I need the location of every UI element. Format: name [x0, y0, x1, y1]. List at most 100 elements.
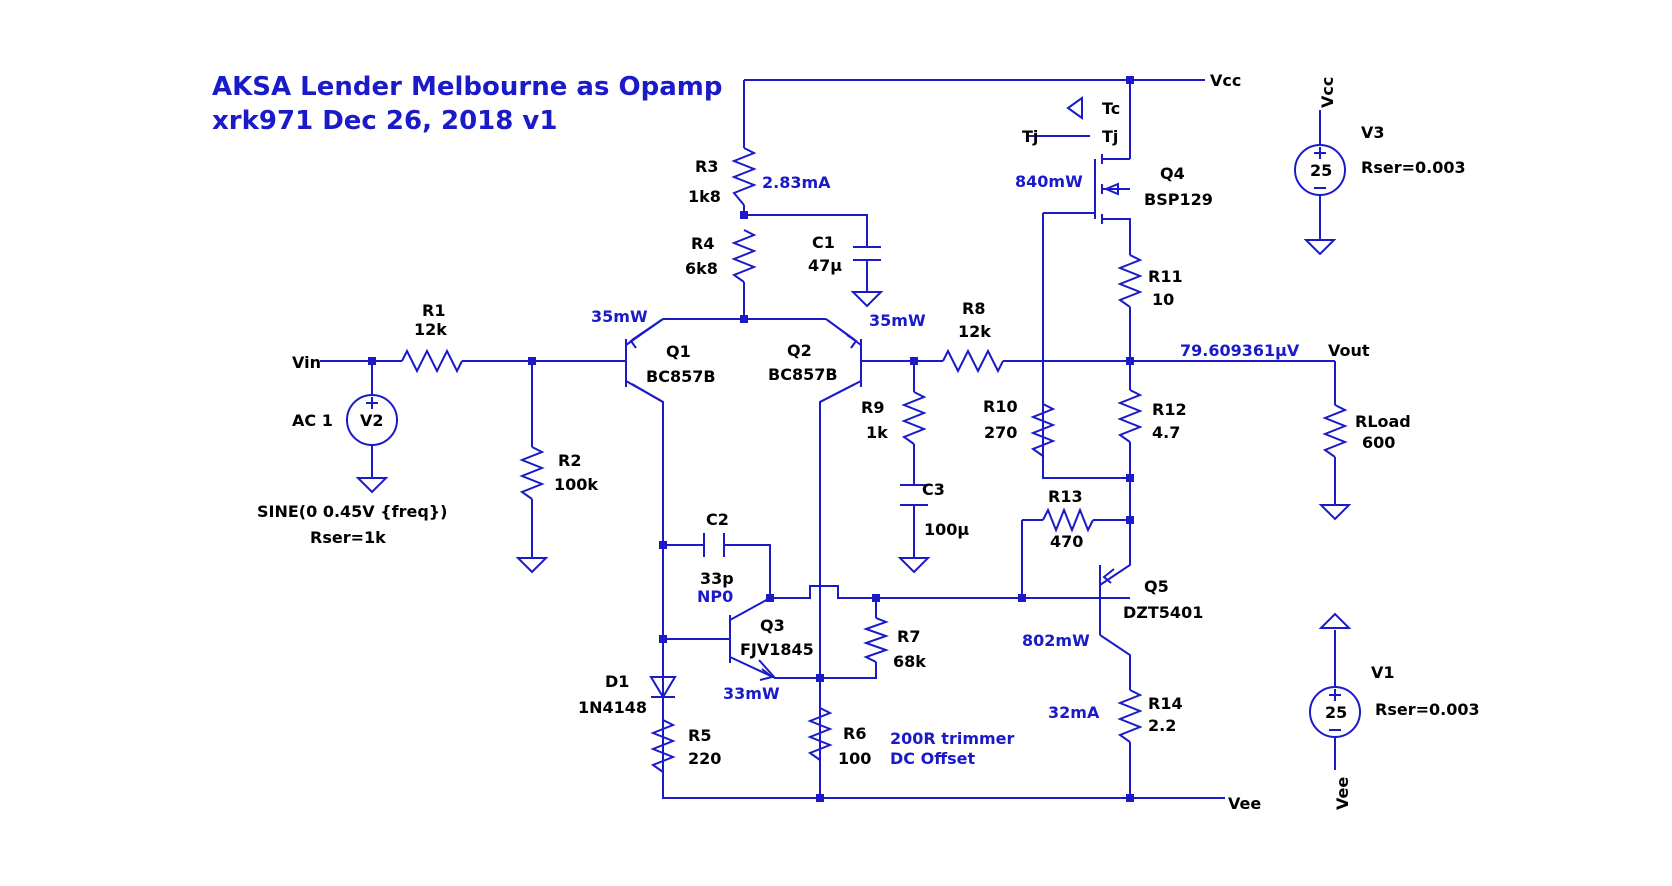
c2-note: NP0: [697, 587, 733, 606]
resistor-r4-symbol: [731, 229, 757, 283]
transistor-q3-symbol: [729, 597, 776, 681]
resistor-r10-symbol: [1030, 403, 1056, 457]
q1-model: BC857B: [646, 367, 716, 386]
q4-name: Q4: [1160, 164, 1185, 183]
c3-value: 100µ: [924, 520, 969, 539]
v3-name: V3: [1361, 123, 1385, 142]
q1-name: Q1: [666, 342, 691, 361]
r13-name: R13: [1048, 487, 1083, 506]
resistor-r2-symbol: [519, 446, 545, 500]
r12-value: 4.7: [1152, 423, 1180, 442]
r2-value: 100k: [554, 475, 598, 494]
ground-symbol-v2: [355, 477, 389, 494]
r4-name: R4: [691, 234, 714, 253]
q2-model: BC857B: [768, 365, 838, 384]
r4-value: 6k8: [685, 259, 718, 278]
resistor-r13-symbol: [1042, 507, 1094, 533]
v2-name: V2: [360, 411, 384, 430]
q5-power-annotation: 802mW: [1022, 631, 1090, 650]
capacitor-c2-symbol: [703, 533, 725, 557]
r9-name: R9: [861, 398, 884, 417]
net-label-tc: Tc: [1102, 99, 1120, 118]
net-label-vcc: Vcc: [1210, 71, 1241, 90]
resistor-r12-symbol: [1117, 389, 1143, 443]
q3-name: Q3: [760, 616, 785, 635]
net-label-v1-vee: Vee: [1333, 777, 1352, 810]
transistor-q4-symbol: [1094, 154, 1130, 224]
voltage-source-v3: [1294, 144, 1346, 196]
resistor-r14-symbol: [1117, 689, 1143, 743]
capacitor-c3-symbol: [900, 484, 928, 506]
transistor-q1-symbol: [625, 318, 664, 403]
r1-name: R1: [422, 301, 445, 320]
resistor-r6-symbol: [807, 707, 833, 761]
vcc-port-symbol-v1: [1318, 612, 1352, 629]
d1-name: D1: [605, 672, 629, 691]
q5-name: Q5: [1144, 577, 1169, 596]
v1-name: V1: [1371, 663, 1395, 682]
r6-name: R6: [843, 724, 866, 743]
voltage-source-v1: [1309, 686, 1361, 738]
r6-value: 100: [838, 749, 871, 768]
voltage-source-v2: [346, 394, 398, 446]
r14-current-annotation: 32mA: [1048, 703, 1100, 722]
r8-value: 12k: [958, 322, 991, 341]
r7-value: 68k: [893, 652, 926, 671]
c1-value: 47µ: [808, 256, 842, 275]
q2-name: Q2: [787, 341, 812, 360]
c2-name: C2: [706, 510, 729, 529]
resistor-r9-symbol: [901, 391, 927, 445]
diode-d1-symbol: [649, 639, 677, 720]
resistor-r11-symbol: [1117, 254, 1143, 308]
r3-name: R3: [695, 157, 718, 176]
r11-value: 10: [1152, 290, 1174, 309]
q2-power-annotation: 35mW: [869, 311, 926, 330]
r12-name: R12: [1152, 400, 1187, 419]
q3-model: FJV1845: [740, 640, 814, 659]
resistor-r1-symbol: [401, 348, 463, 374]
q5-model: DZT5401: [1123, 603, 1203, 622]
r13-value: 470: [1050, 532, 1083, 551]
v3-value: 25: [1310, 161, 1332, 180]
resistor-r7-symbol: [862, 617, 890, 663]
r2-name: R2: [558, 451, 581, 470]
net-label-tj-left: Tj: [1022, 127, 1038, 146]
net-label-vout: Vout: [1328, 341, 1370, 360]
v1-params: Rser=0.003: [1375, 700, 1480, 719]
ground-symbol-r2: [515, 557, 549, 574]
ground-symbol-c1: [850, 291, 884, 308]
ground-symbol-rload: [1318, 504, 1352, 521]
r10-value: 270: [984, 423, 1017, 442]
r10-name: R10: [983, 397, 1018, 416]
trimmer-note-line2: DC Offset: [890, 749, 976, 768]
v2-params: Rser=1k: [310, 528, 386, 547]
rload-name: RLoad: [1355, 412, 1411, 431]
vout-dc-annotation: 79.609361µV: [1180, 341, 1300, 360]
r9-value: 1k: [866, 423, 888, 442]
r14-name: R14: [1148, 694, 1183, 713]
transistor-q5-symbol: [1022, 565, 1115, 635]
v2-spec: SINE(0 0.45V {freq}): [257, 502, 448, 521]
c2-value: 33p: [700, 569, 734, 588]
v3-params: Rser=0.003: [1361, 158, 1466, 177]
c1-name: C1: [812, 233, 835, 252]
transistor-q2-symbol: [819, 318, 862, 403]
q3-power-annotation: 33mW: [723, 684, 780, 703]
ground-symbol-v3: [1303, 239, 1337, 256]
c3-name: C3: [922, 480, 945, 499]
r3-value: 1k8: [688, 187, 721, 206]
trimmer-note-line1: 200R trimmer: [890, 729, 1015, 748]
resistor-r5-symbol: [650, 719, 676, 773]
net-label-vin: Vin: [292, 353, 321, 372]
ground-symbol-c3: [897, 557, 931, 574]
schematic-title: AKSA Lender Melbourne as Opamp: [212, 72, 723, 102]
r11-name: R11: [1148, 267, 1183, 286]
resistor-r3-symbol: [731, 147, 757, 206]
r1-value: 12k: [414, 320, 447, 339]
resistor-r8-symbol: [942, 348, 1004, 374]
rload-value: 600: [1362, 433, 1395, 452]
net-label-tj-right: Tj: [1102, 127, 1118, 146]
r3-current-annotation: 2.83mA: [762, 173, 831, 192]
r8-name: R8: [962, 299, 985, 318]
net-label-vee: Vee: [1228, 794, 1261, 813]
